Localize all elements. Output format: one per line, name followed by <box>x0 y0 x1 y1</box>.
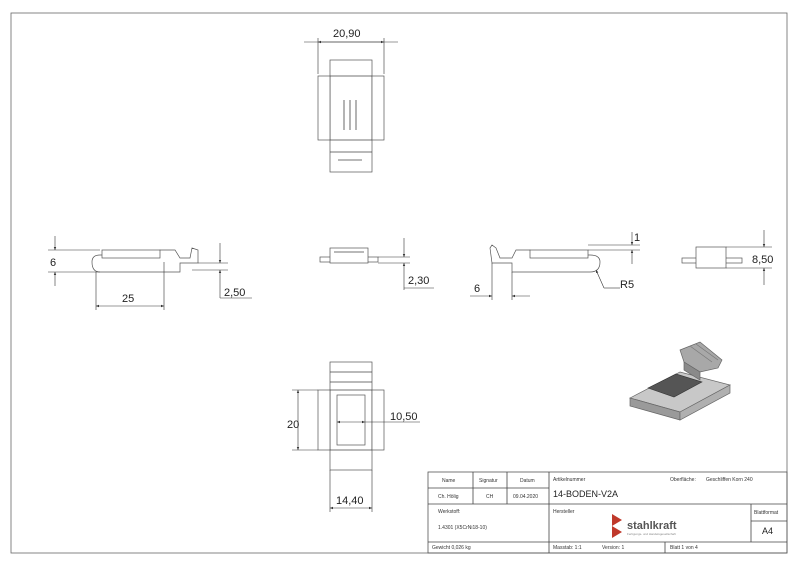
title-name-label: Name <box>442 478 456 484</box>
dim-end-height: 8,50 <box>752 254 773 266</box>
top-view: 20,90 <box>304 28 398 173</box>
title-datum-label: Datum <box>520 478 535 484</box>
title-werkstoff-value: 1.4301 (X5CrNi18-10) <box>438 525 487 531</box>
dim-right-radius: R5 <box>620 279 634 291</box>
title-masstab: Masstab: 1:1 <box>553 545 582 551</box>
title-oberflaeche-label: Oberfläche: <box>670 477 696 483</box>
side-view-right: 1 6 R5 <box>470 232 640 300</box>
title-artikelnummer-label: Artikelnummer <box>553 477 586 483</box>
title-werkstoff-label: Werkstoff: <box>438 509 460 515</box>
side-view-left: 6 25 2,50 <box>48 236 252 310</box>
dim-right-offset: 6 <box>474 283 480 295</box>
title-version: Version: 1 <box>602 545 624 551</box>
isometric-view <box>629 341 731 421</box>
title-oberflaeche-value: Geschliffen Korn 240 <box>706 477 753 483</box>
dim-right-top: 1 <box>634 232 640 244</box>
title-block: Name Signatur Datum Ch. Hölig CH 09.04.2… <box>427 471 788 554</box>
dim-front-height: 2,30 <box>408 275 429 287</box>
drawing-frame <box>10 12 788 554</box>
front-view-small: 2,30 <box>319 238 434 290</box>
title-blattformat-value: A4 <box>762 526 773 536</box>
title-blattformat-label: Blattformat <box>754 510 779 516</box>
title-signatur-value: CH <box>486 494 494 500</box>
dim-left-height: 6 <box>50 257 56 269</box>
dim-left-length: 25 <box>122 293 134 305</box>
title-blatt: Blatt 1 von 4 <box>670 545 698 551</box>
dim-bottom-inner-width: 10,50 <box>390 411 418 423</box>
title-hersteller-label: Hersteller <box>553 509 575 515</box>
dim-bottom-width: 14,40 <box>336 495 364 507</box>
dim-top-width: 20,90 <box>333 28 361 40</box>
title-datum-value: 09.04.2020 <box>513 494 538 500</box>
title-name-value: Ch. Hölig <box>438 494 459 500</box>
dim-left-offset: 2,50 <box>224 287 245 299</box>
logo-tagline: Fertigungs- und Handelsgesellschaft <box>627 532 676 536</box>
bottom-view: 20 10,50 14,40 <box>287 361 420 512</box>
title-artikelnummer-value: 14-BODEN-V2A <box>553 489 618 499</box>
title-signatur-label: Signatur <box>479 478 498 484</box>
end-view: 8,50 <box>681 230 773 285</box>
title-gewicht: Gewicht 0,026 kg <box>432 545 471 551</box>
logo-text: stahlkraft <box>627 520 677 532</box>
dim-bottom-height: 20 <box>287 419 299 431</box>
stahlkraft-logo: stahlkraft Fertigungs- und Handelsgesell… <box>612 514 677 538</box>
